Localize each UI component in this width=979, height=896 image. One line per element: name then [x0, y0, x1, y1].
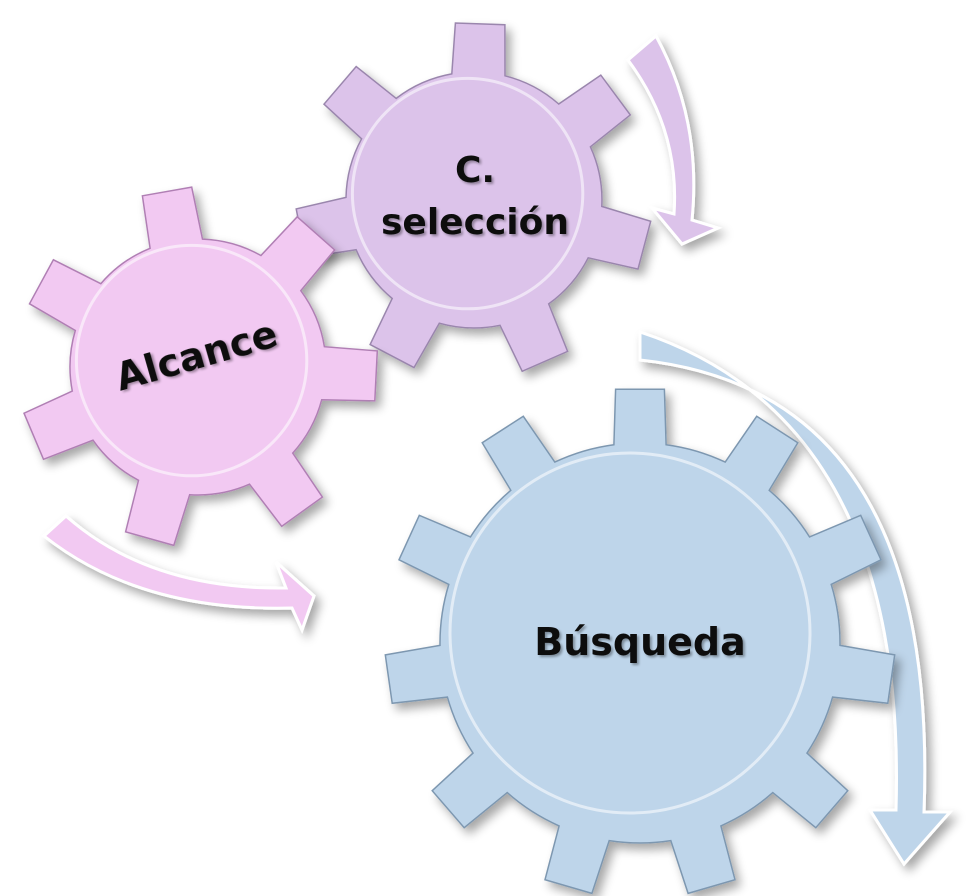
cycle-arrow-bottom-left [41, 513, 316, 635]
gear-label-c: C. [455, 150, 495, 191]
gear-busqueda [384, 388, 896, 895]
gear-highlight [350, 76, 585, 311]
gear-label-busqueda: Búsqueda [534, 620, 746, 664]
gear-highlight [74, 243, 309, 478]
gear-highlight [448, 451, 812, 815]
gear-seleccion [295, 22, 652, 373]
gear-label-seleccion: selección [381, 202, 569, 243]
cycle-arrow-right [638, 329, 954, 867]
gear-body [295, 22, 652, 373]
gear-alcance [23, 186, 379, 547]
cycle-arrow-top [625, 33, 723, 246]
